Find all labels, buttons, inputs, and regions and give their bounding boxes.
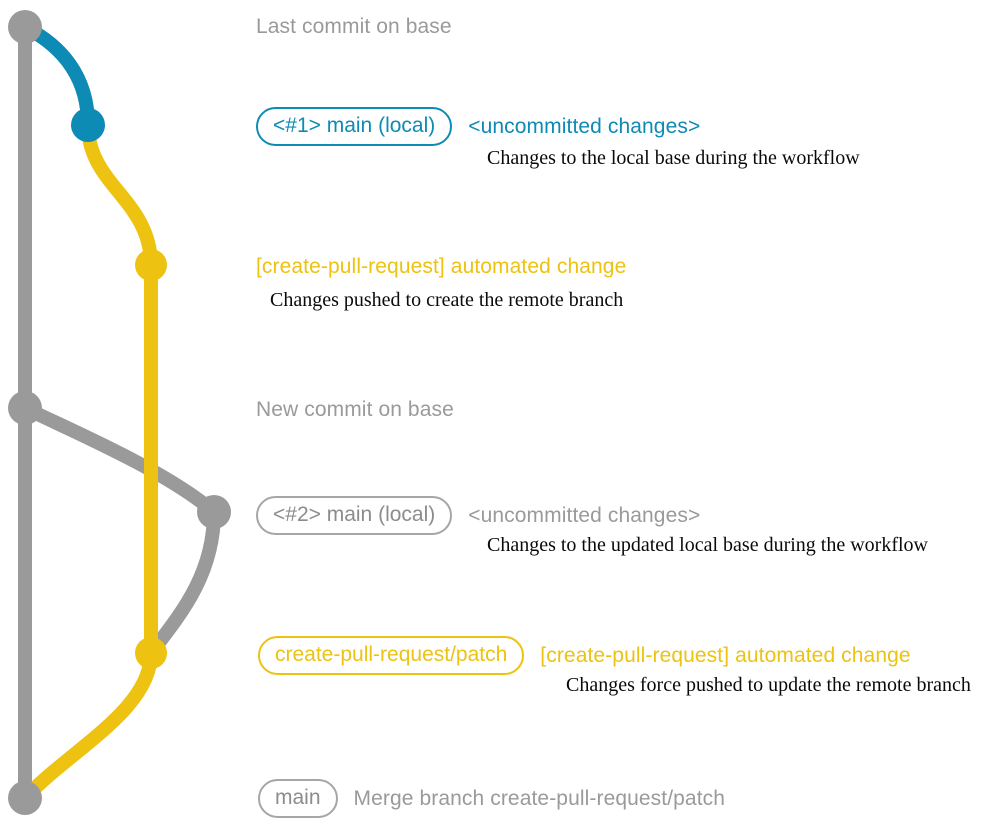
- edge-patch2-to-merge: [18, 646, 158, 805]
- commit-message-uncommitted-changes-2: <uncommitted changes>: [468, 503, 701, 527]
- commit-node-merge: [8, 781, 42, 815]
- commit-node-base-head: [8, 10, 42, 44]
- branch-badge-local-main-1[interactable]: <#1> main (local): [256, 107, 453, 146]
- commit-message-automated-change-2: [create-pull-request] automated change: [540, 643, 911, 667]
- commit-node-local-1: [71, 108, 105, 142]
- commit-node-local-2: [197, 495, 231, 529]
- branch-badge-local-main-2[interactable]: <#2> main (local): [256, 496, 453, 535]
- row-new-commit-on-base: New commit on base: [256, 397, 454, 423]
- description-local-main-1: Changes to the local base during the wor…: [487, 147, 860, 169]
- commit-message-last-commit-on-base: Last commit on base: [256, 15, 452, 38]
- row-local-main-2: <#2> main (local) <uncommitted changes>: [256, 496, 700, 535]
- commit-message-automated-change-1: [create-pull-request] automated change: [256, 255, 627, 278]
- commit-message-new-commit-on-base: New commit on base: [256, 398, 454, 421]
- branch-badge-main[interactable]: main: [258, 779, 338, 818]
- row-merge-commit: main Merge branch create-pull-request/pa…: [258, 779, 725, 818]
- commit-node-base-new: [8, 391, 42, 425]
- commit-message-merge-branch: Merge branch create-pull-request/patch: [353, 786, 726, 810]
- edge-local2-to-patch2: [144, 505, 221, 660]
- commit-message-uncommitted-changes-1: <uncommitted changes>: [468, 114, 701, 138]
- commit-node-patch-2: [135, 637, 167, 669]
- edge-local1-to-patch1: [81, 118, 158, 272]
- branch-badge-create-pull-request-patch[interactable]: create-pull-request/patch: [258, 636, 525, 675]
- description-automated-change-1: Changes pushed to create the remote bran…: [270, 289, 624, 311]
- row-automated-change-1: [create-pull-request] automated change: [256, 254, 626, 280]
- description-local-main-2: Changes to the updated local base during…: [487, 534, 928, 556]
- row-last-commit-on-base: Last commit on base: [256, 14, 452, 40]
- commit-node-patch-1: [135, 249, 167, 281]
- edge-base-to-local2: [18, 401, 221, 519]
- description-automated-change-2: Changes force pushed to update the remot…: [566, 674, 971, 696]
- row-automated-change-2: create-pull-request/patch [create-pull-r…: [258, 636, 911, 675]
- row-local-main-1: <#1> main (local) <uncommitted changes>: [256, 107, 700, 146]
